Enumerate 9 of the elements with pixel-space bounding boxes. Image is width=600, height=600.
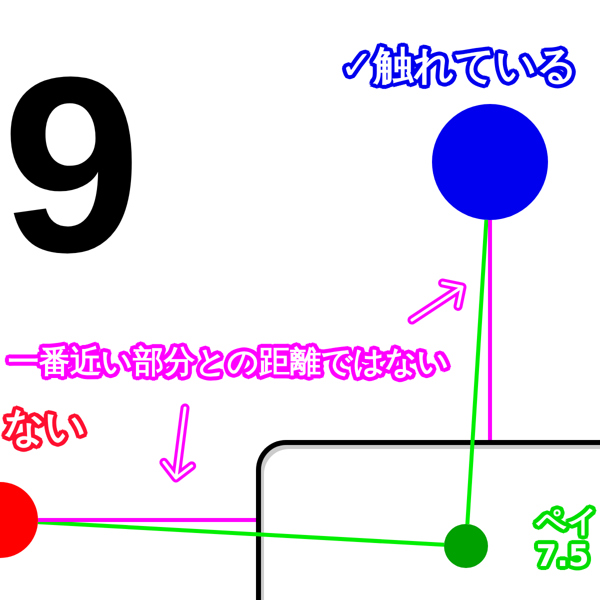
size-note: 7.5: [536, 540, 590, 573]
figure-number: 9: [2, 40, 142, 290]
distance-line: [488, 220, 492, 440]
connecting-line: [465, 220, 488, 524]
center-dot: [444, 524, 488, 568]
rounded-box: [256, 440, 600, 600]
distance-line: [38, 518, 256, 522]
connecting-line: [38, 520, 444, 547]
touching-heading: ✓触れている: [340, 44, 578, 88]
